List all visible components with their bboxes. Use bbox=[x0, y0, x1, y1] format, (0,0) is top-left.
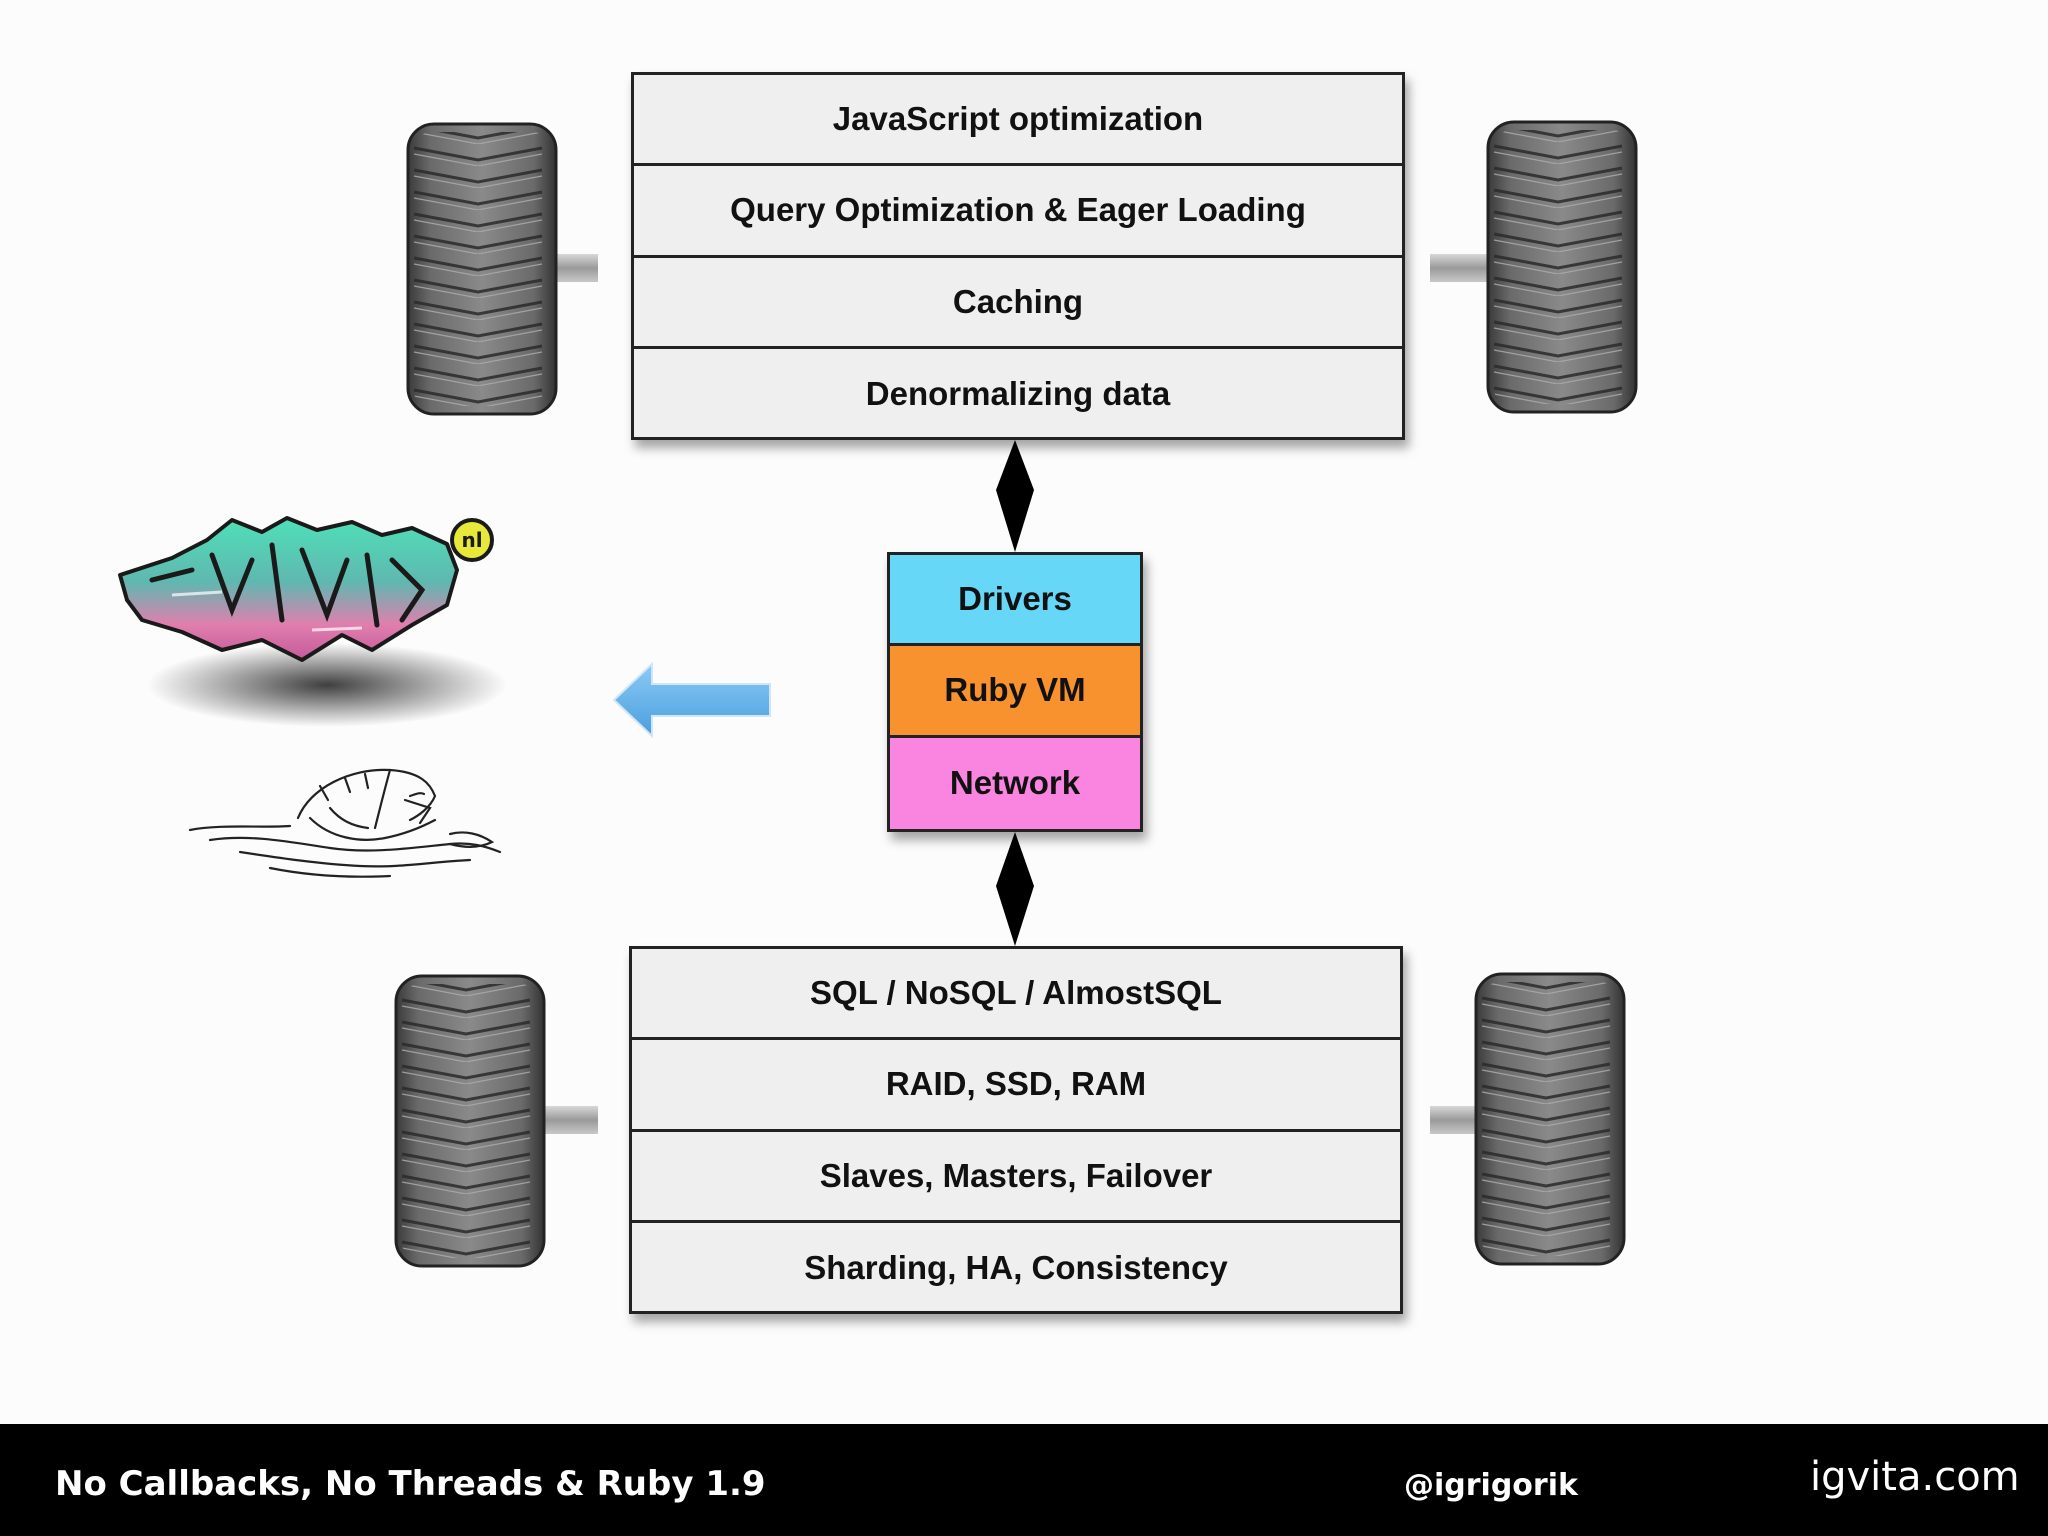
layer-slaves-masters-failover: Slaves, Masters, Failover bbox=[632, 1132, 1400, 1223]
storage-layer-stack: SQL / NoSQL / AlmostSQL RAID, SSD, RAM S… bbox=[629, 946, 1403, 1314]
layer-drivers: Drivers bbox=[890, 555, 1140, 647]
tire-bottom-left-icon bbox=[394, 974, 546, 1268]
footer-handle: @igrigorik bbox=[1404, 1468, 1578, 1503]
connector-bottom-diamond-icon bbox=[996, 832, 1034, 946]
tire-top-left-icon bbox=[406, 122, 558, 416]
footer-bar: No Callbacks, No Threads & Ruby 1.9 @igr… bbox=[0, 1424, 2048, 1536]
layer-raid-ssd-ram: RAID, SSD, RAM bbox=[632, 1040, 1400, 1132]
arrow-left-icon bbox=[612, 661, 771, 739]
graffiti-logo: nl bbox=[118, 516, 507, 727]
layer-ruby-vm: Ruby VM bbox=[890, 646, 1140, 738]
connector-top-diamond-icon bbox=[996, 440, 1034, 552]
layer-sql-nosql: SQL / NoSQL / AlmostSQL bbox=[632, 949, 1400, 1041]
layer-sharding-ha-consistency: Sharding, HA, Consistency bbox=[804, 1249, 1228, 1287]
layer-query-optimization: Query Optimization & Eager Loading bbox=[634, 166, 1402, 258]
axle-top-left bbox=[550, 254, 598, 282]
footer-title: No Callbacks, No Threads & Ruby 1.9 bbox=[55, 1464, 766, 1504]
swimming-animal-sketch-icon bbox=[188, 768, 502, 878]
layer-denormalizing-data: Denormalizing data bbox=[865, 375, 1171, 413]
footer-site: igvita.com bbox=[1810, 1454, 2020, 1500]
layer-network: Network bbox=[890, 737, 1140, 829]
axle-bottom-right bbox=[1430, 1106, 1480, 1134]
application-layer-stack: JavaScript optimization Query Optimizati… bbox=[631, 72, 1405, 440]
layer-javascript-optimization: JavaScript optimization bbox=[634, 75, 1402, 167]
tire-top-right-icon bbox=[1486, 120, 1638, 414]
runtime-layer-stack: Drivers Ruby VM Network bbox=[887, 552, 1143, 832]
axle-bottom-left bbox=[540, 1106, 598, 1134]
tire-bottom-right-icon bbox=[1474, 972, 1626, 1266]
graffiti-badge-label: nl bbox=[461, 528, 482, 552]
layer-caching: Caching bbox=[634, 258, 1402, 349]
axle-top-right bbox=[1430, 254, 1490, 282]
